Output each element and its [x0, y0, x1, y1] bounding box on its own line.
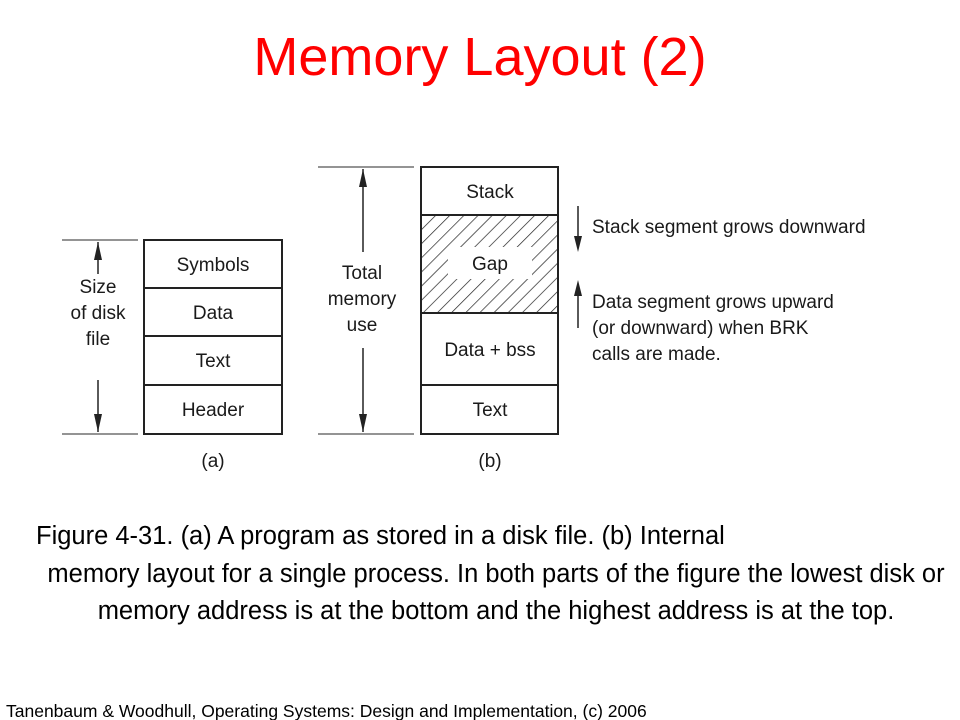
data-annotation-line: calls are made.: [592, 344, 721, 365]
stack-annotation: Stack segment grows downward: [592, 217, 866, 238]
arrow-up-icon: [359, 169, 367, 187]
size-label-line: file: [86, 329, 110, 350]
part-b: Total memory use Stack Gap Data + bss Te…: [318, 166, 866, 472]
segment-text: [143, 335, 283, 386]
segment-label: Header: [182, 400, 245, 421]
total-label-line: Total: [342, 263, 382, 284]
segment-label: Data + bss: [444, 340, 535, 361]
part-a: Size of disk file Symbols Data Text Head…: [62, 239, 283, 472]
segment-label: Gap: [472, 254, 508, 275]
part-a-label: (a): [201, 451, 224, 472]
citation-footer: Tanenbaum & Woodhull, Operating Systems:…: [6, 701, 647, 720]
segment-label: Data: [193, 303, 234, 324]
segment-gap: [420, 214, 559, 314]
arrow-up-icon: [574, 280, 582, 296]
segment-label: Text: [196, 351, 232, 372]
segment-label: Symbols: [177, 255, 250, 276]
arrow-up-icon: [94, 242, 102, 260]
segment-header: [143, 384, 283, 435]
figure-caption: Figure 4-31. (a) A program as stored in …: [36, 518, 956, 631]
caption-first-line: Figure 4-31. (a) A program as stored in …: [36, 522, 725, 550]
memory-layout-diagram: Size of disk file Symbols Data Text Head…: [62, 166, 866, 472]
segment-label: Stack: [466, 182, 514, 203]
part-b-label: (b): [478, 451, 501, 472]
total-label-line: use: [347, 315, 378, 336]
size-label-line: Size: [80, 277, 117, 298]
data-annotation-line: (or downward) when BRK: [592, 318, 809, 339]
slide-title: Memory Layout (2): [253, 27, 707, 87]
arrow-down-icon: [94, 414, 102, 432]
segment-data-bss: [420, 312, 559, 386]
segment-label: Text: [473, 400, 509, 421]
gap-label-background: [448, 247, 532, 279]
data-annotation-line: Data segment grows upward: [592, 292, 834, 313]
caption-rest: memory layout for a single process. In b…: [47, 559, 945, 626]
size-label-line: of disk: [71, 303, 126, 324]
segment-text: [420, 384, 559, 435]
arrow-down-icon: [574, 236, 582, 252]
segment-stack: [420, 166, 559, 216]
total-label-line: memory: [328, 289, 397, 310]
arrow-down-icon: [359, 414, 367, 432]
segment-data: [143, 287, 283, 337]
